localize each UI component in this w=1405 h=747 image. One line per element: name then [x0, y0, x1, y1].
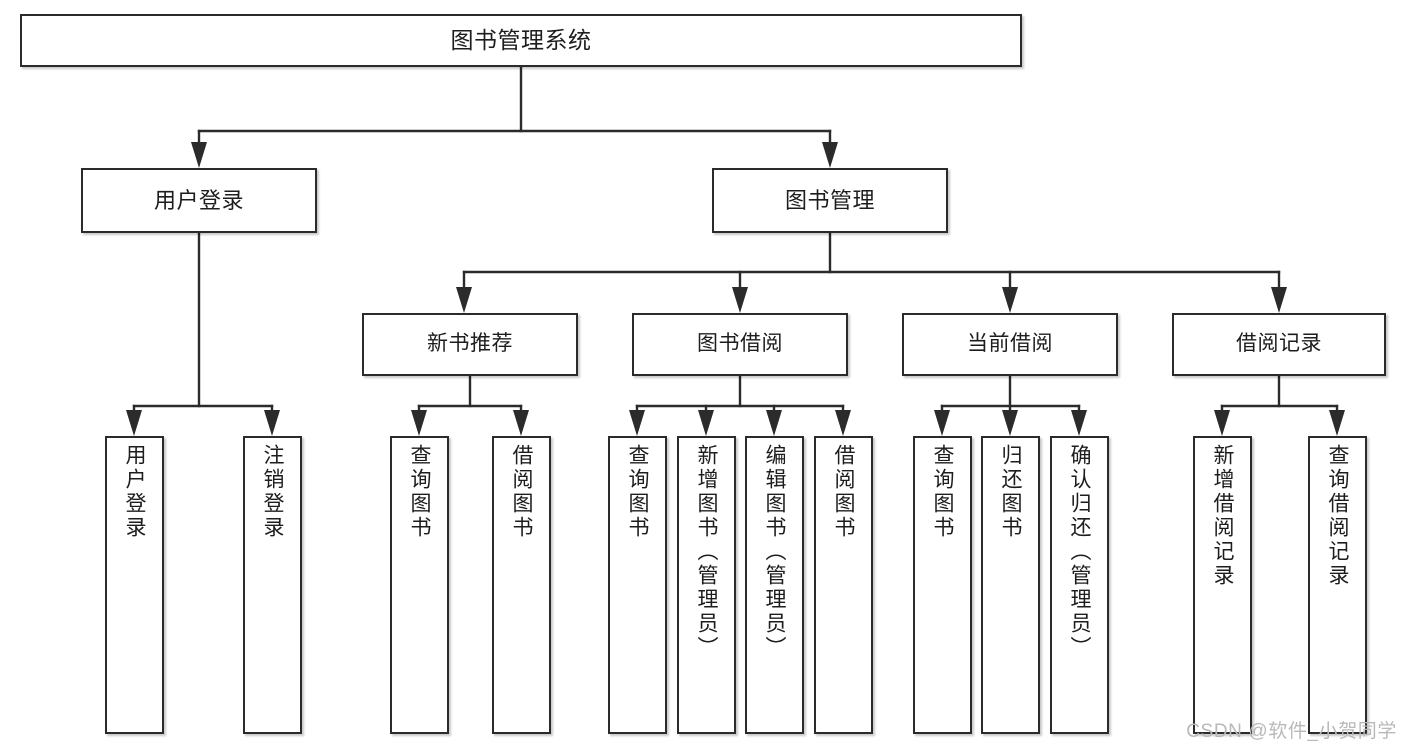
node-book-manage[interactable]: 图书管理 — [712, 168, 948, 233]
arrowhead-leaf-query-record — [1329, 410, 1345, 436]
node-leaf-confirm-return[interactable]: 确认归还（管理员） — [1050, 436, 1109, 734]
node-leaf-query-book-2[interactable]: 查询图书 — [608, 436, 667, 734]
arrowhead-user-login — [191, 142, 207, 168]
node-user-login-label: 用户登录 — [153, 187, 244, 213]
node-new-book-rec[interactable]: 新书推荐 — [362, 313, 578, 376]
node-borrow-record-label: 借阅记录 — [1236, 332, 1322, 356]
arrowhead-leaf-user-login — [126, 410, 142, 436]
node-current-borrow[interactable]: 当前借阅 — [902, 313, 1118, 376]
node-leaf-user-logout[interactable]: 注销登录 — [243, 436, 302, 734]
node-leaf-query-book-3[interactable]: 查询图书 — [913, 436, 972, 734]
node-leaf-add-book-label: 新增图书（管理员） — [695, 444, 718, 660]
node-leaf-user-logout-label: 注销登录 — [261, 444, 284, 540]
arrowhead-new-book-rec — [456, 287, 472, 313]
arrowhead-leaf-add-book — [698, 410, 714, 436]
node-root-label: 图书管理系统 — [450, 26, 592, 53]
node-leaf-edit-book[interactable]: 编辑图书（管理员） — [745, 436, 804, 734]
node-leaf-query-book-3-label: 查询图书 — [931, 444, 954, 540]
arrowhead-leaf-return-book — [1002, 410, 1018, 436]
arrowhead-leaf-query-book-3 — [934, 410, 950, 436]
arrowhead-leaf-user-logout — [264, 410, 280, 436]
node-leaf-add-book[interactable]: 新增图书（管理员） — [677, 436, 736, 734]
node-leaf-add-record-label: 新增借阅记录 — [1211, 444, 1234, 588]
arrowhead-book-manage — [822, 142, 838, 168]
node-borrow-record[interactable]: 借阅记录 — [1172, 313, 1386, 376]
arrowhead-leaf-query-book-1 — [411, 410, 427, 436]
node-leaf-return-book-label: 归还图书 — [999, 444, 1022, 540]
node-new-book-rec-label: 新书推荐 — [427, 332, 513, 356]
node-leaf-edit-book-label: 编辑图书（管理员） — [763, 444, 786, 660]
arrowhead-leaf-add-record — [1214, 410, 1230, 436]
node-leaf-add-record[interactable]: 新增借阅记录 — [1193, 436, 1252, 734]
node-leaf-query-record-label: 查询借阅记录 — [1326, 444, 1349, 588]
node-current-borrow-label: 当前借阅 — [967, 332, 1053, 356]
node-user-login[interactable]: 用户登录 — [81, 168, 317, 233]
node-leaf-user-login-label: 用户登录 — [123, 444, 146, 540]
arrowhead-borrow-record — [1271, 287, 1287, 313]
node-leaf-return-book[interactable]: 归还图书 — [981, 436, 1040, 734]
arrowhead-leaf-query-book-2 — [629, 410, 645, 436]
arrowhead-leaf-borrow-book-2 — [835, 410, 851, 436]
node-leaf-borrow-book-1[interactable]: 借阅图书 — [492, 436, 551, 734]
node-book-borrow-label: 图书借阅 — [697, 332, 783, 356]
node-leaf-query-record[interactable]: 查询借阅记录 — [1308, 436, 1367, 734]
node-book-borrow[interactable]: 图书借阅 — [632, 313, 848, 376]
node-book-manage-label: 图书管理 — [784, 187, 875, 213]
node-leaf-borrow-book-2-label: 借阅图书 — [832, 444, 855, 540]
node-leaf-confirm-return-label: 确认归还（管理员） — [1068, 444, 1091, 660]
node-leaf-user-login[interactable]: 用户登录 — [105, 436, 164, 734]
node-leaf-query-book-1[interactable]: 查询图书 — [390, 436, 449, 734]
node-root[interactable]: 图书管理系统 — [20, 14, 1022, 67]
node-leaf-borrow-book-2[interactable]: 借阅图书 — [814, 436, 873, 734]
node-leaf-borrow-book-1-label: 借阅图书 — [510, 444, 533, 540]
node-leaf-query-book-2-label: 查询图书 — [626, 444, 649, 540]
arrowhead-leaf-edit-book — [766, 410, 782, 436]
arrowhead-leaf-borrow-book-1 — [513, 410, 529, 436]
arrowhead-current-borrow — [1002, 287, 1018, 313]
watermark: CSDN @软件_小贺同学 — [1186, 721, 1397, 742]
node-leaf-query-book-1-label: 查询图书 — [408, 444, 431, 540]
arrowhead-book-borrow — [732, 287, 748, 313]
arrowhead-leaf-confirm-return — [1071, 410, 1087, 436]
